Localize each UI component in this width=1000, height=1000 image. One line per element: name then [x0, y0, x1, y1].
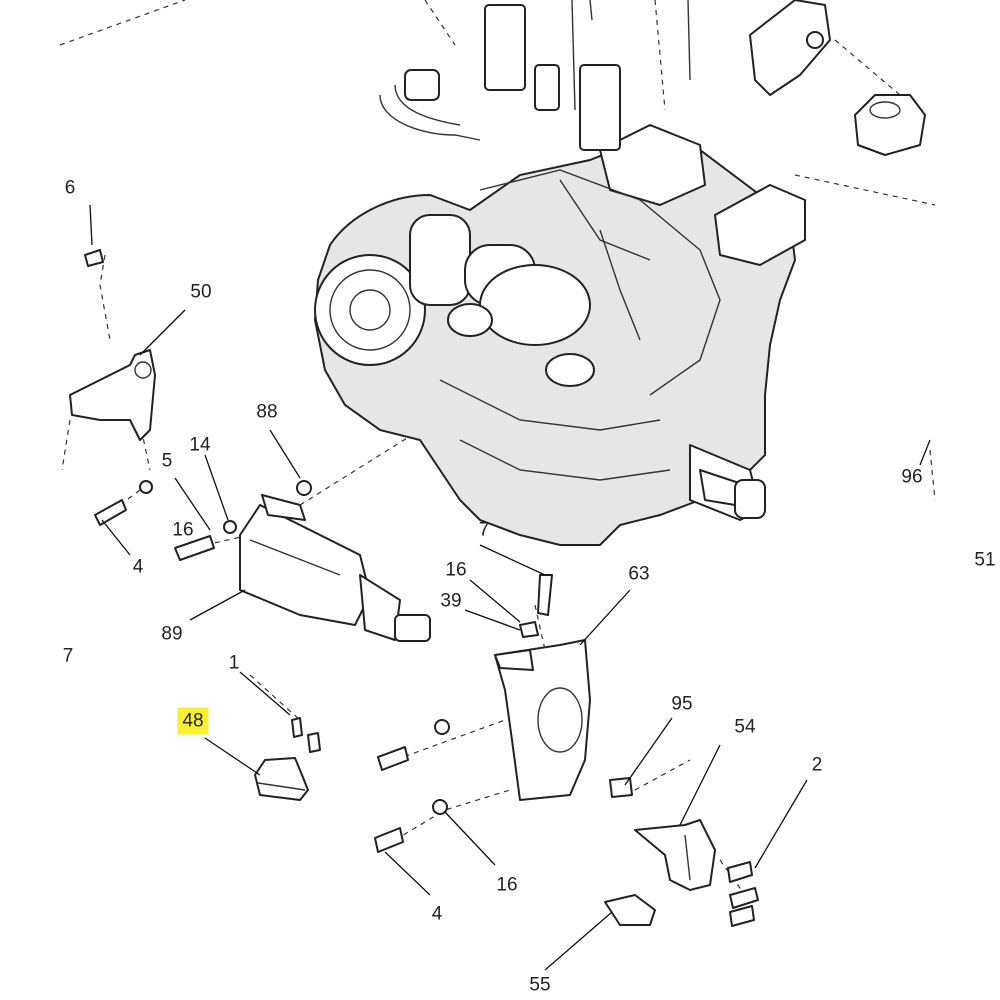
callout-4-lower: 4 — [431, 903, 443, 925]
callout-7-partial: 7 — [62, 645, 74, 667]
callout-4: 4 — [132, 556, 144, 578]
engine-assembly — [313, 0, 806, 546]
callout-14: 14 — [189, 434, 211, 456]
callout-50: 50 — [190, 281, 212, 303]
callout-88: 88 — [256, 401, 278, 423]
leader-lines — [89, 204, 931, 971]
callout-51-partial: 51 — [974, 549, 996, 571]
callout-2: 2 — [811, 754, 823, 776]
callout-48-highlighted: 48 — [177, 707, 209, 735]
callout-7: 7 — [478, 519, 490, 541]
bracket-54 — [604, 777, 759, 927]
callout-16-upper: 16 — [445, 559, 467, 581]
callout-5: 5 — [161, 450, 173, 472]
rubber-mount-48 — [254, 717, 321, 801]
callout-16: 16 — [172, 519, 194, 541]
callout-39: 39 — [440, 590, 462, 612]
callout-6: 6 — [64, 177, 76, 199]
callout-16-lower: 16 — [496, 874, 518, 896]
callout-54: 54 — [734, 716, 756, 738]
callout-1: 1 — [228, 652, 240, 674]
callout-95: 95 — [671, 693, 693, 715]
callout-63: 63 — [628, 563, 650, 585]
mount-bracket-50 — [69, 249, 156, 441]
bracket-63 — [374, 574, 591, 853]
upper-right-parts — [749, 0, 926, 156]
callout-89: 89 — [161, 623, 183, 645]
callout-55: 55 — [529, 974, 551, 996]
callout-96: 96 — [901, 466, 923, 488]
starter-motor-89 — [94, 480, 431, 642]
